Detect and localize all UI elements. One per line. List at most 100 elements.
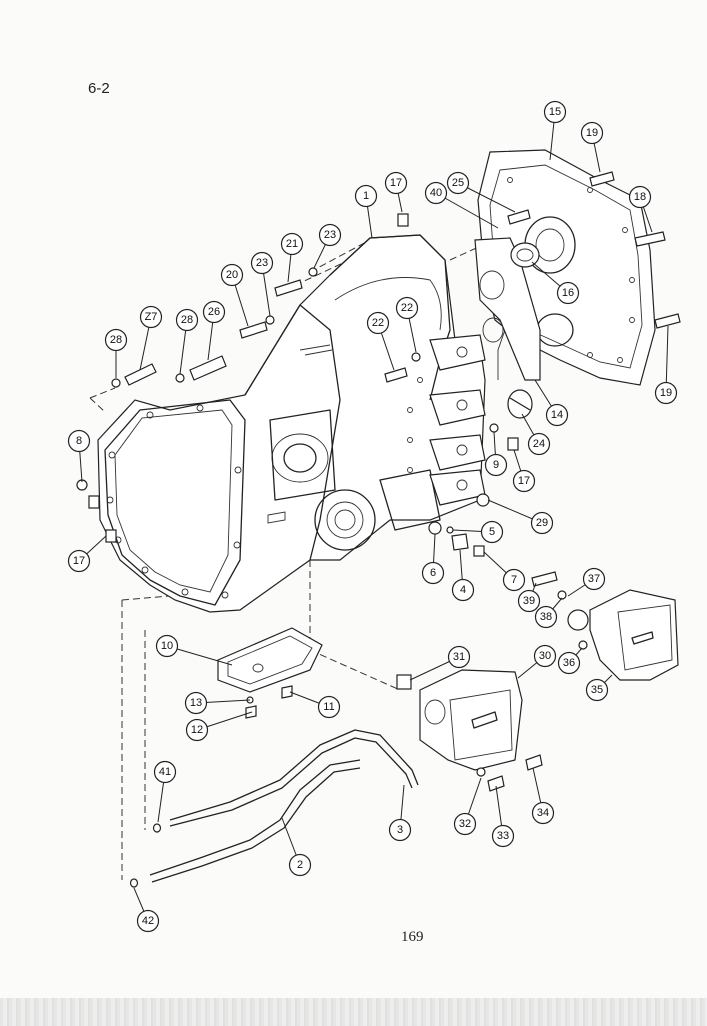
callout-42: 42 [133, 887, 160, 933]
callout-circle [104, 328, 128, 352]
callout-28: 28 [175, 308, 199, 375]
callout-31: 31 [409, 645, 471, 681]
callout-circle [220, 263, 244, 287]
callout-circle [628, 185, 652, 209]
callout-circle [421, 561, 445, 585]
callout-number: 17 [518, 475, 530, 487]
callout-number: 41 [159, 766, 171, 778]
callout-circle [654, 381, 678, 405]
callout-circle [202, 300, 226, 324]
callout-circle [318, 223, 342, 247]
callout-14: 14 [534, 379, 569, 427]
callout-1: 1 [354, 184, 378, 239]
callout-number: 22 [401, 302, 413, 314]
callout-number: 7 [511, 574, 517, 586]
callout-number: 24 [533, 438, 545, 450]
callout-12: 12 [185, 711, 253, 742]
oil-pan-cover [217, 627, 323, 719]
callout-circle [446, 171, 470, 195]
callout-number: 40 [430, 187, 442, 199]
callout-circle [136, 909, 160, 933]
callout-33: 33 [491, 785, 515, 848]
callout-number: 21 [286, 238, 298, 250]
callout-circle [556, 281, 580, 305]
callout-circle [533, 644, 557, 668]
callout-number: 26 [208, 306, 220, 318]
callout-number: 23 [324, 229, 336, 241]
callout-number: Z7 [145, 311, 158, 323]
callout-16: 16 [531, 261, 580, 305]
callout-number: 31 [453, 651, 465, 663]
callout-leader [665, 325, 669, 394]
callout-number: 17 [390, 177, 402, 189]
callout-19: 19 [580, 121, 604, 173]
callout-circle [580, 121, 604, 145]
callout-28: 28 [104, 328, 128, 378]
callout-circle [517, 589, 541, 613]
callout-number: 2 [297, 859, 303, 871]
callout-number: 19 [586, 127, 598, 139]
callout-34: 34 [531, 767, 555, 825]
callout-number: 29 [536, 517, 548, 529]
callout-40: 40 [424, 181, 499, 229]
callout-number: 13 [190, 697, 202, 709]
callout-number: 20 [226, 269, 238, 281]
callout-circle [250, 251, 274, 275]
callout-5: 5 [452, 520, 504, 544]
callout-35: 35 [585, 674, 613, 702]
callout-number: 4 [460, 584, 466, 596]
callout-number: 19 [660, 387, 672, 399]
callout-17: 17 [67, 535, 107, 573]
callout-18: 18 [628, 185, 653, 233]
callout-circle [585, 678, 609, 702]
housing-bolt-holes [106, 377, 423, 599]
callout-leader [166, 645, 233, 666]
callout-number: 33 [497, 830, 509, 842]
callout-circle [388, 818, 412, 842]
callout-number: 6 [430, 567, 436, 579]
callout-number: 37 [588, 573, 600, 585]
callout-circle [480, 520, 504, 544]
callout-circle [543, 100, 567, 124]
callout-22: 22 [395, 296, 419, 353]
callout-circle [530, 511, 554, 535]
callout-23: 23 [250, 251, 274, 317]
callout-leader [435, 192, 499, 229]
callout-29: 29 [487, 499, 554, 535]
callout-group: 1234567891011121314151617171718191920212… [67, 100, 678, 933]
callout-19: 19 [654, 325, 678, 405]
callout-24: 24 [521, 413, 551, 456]
callout-39: 39 [517, 582, 541, 613]
housing-flange-lugs [429, 334, 486, 506]
callout-2: 2 [281, 817, 312, 877]
callout-circle [534, 605, 558, 629]
callout-6: 6 [421, 533, 445, 585]
callout-number: 34 [537, 807, 549, 819]
callout-number: 23 [256, 257, 268, 269]
callout-25: 25 [446, 171, 516, 213]
callout-number: 35 [591, 684, 603, 696]
callout-circle [527, 432, 551, 456]
callout-26: 26 [202, 300, 226, 361]
page-number: 169 [401, 929, 424, 945]
callout-number: 39 [523, 595, 535, 607]
callout-11: 11 [289, 691, 341, 719]
callout-23: 23 [313, 223, 342, 269]
callout-number: 11 [323, 701, 334, 713]
callout-circle [139, 305, 163, 329]
callout-37: 37 [567, 567, 606, 597]
scan-edge [0, 998, 707, 1026]
callout-number: 30 [539, 650, 551, 662]
callout-circle [317, 695, 341, 719]
callout-32: 32 [453, 777, 482, 836]
callout-8: 8 [67, 429, 91, 483]
callout-circle [67, 429, 91, 453]
callout-number: 36 [563, 657, 575, 669]
callout-15: 15 [543, 100, 567, 161]
pto-cover [531, 571, 679, 681]
callout-number: 12 [191, 724, 203, 736]
page-section-label: 6-2 [88, 80, 110, 97]
callout-circle [491, 824, 515, 848]
callout-circle [185, 718, 209, 742]
